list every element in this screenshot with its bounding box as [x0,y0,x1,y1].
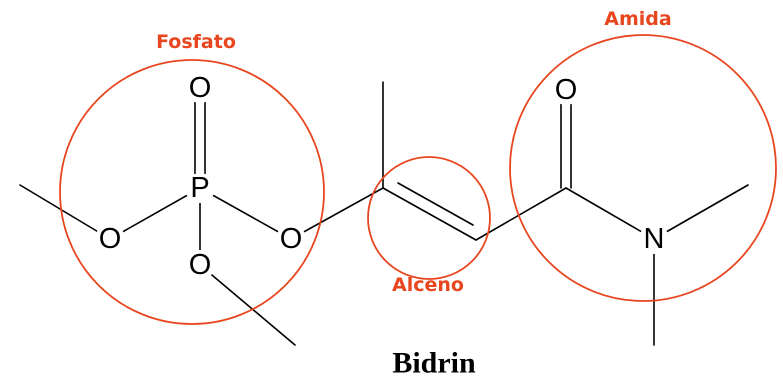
svg-text:O: O [99,223,122,255]
svg-text:O: O [189,72,212,104]
molecule-name: Bidrin [392,347,476,380]
svg-text:O: O [189,249,212,281]
phosphate-group-label: Fosfato [156,31,236,53]
bond-c1-c2 [382,187,477,241]
alkene-group-circle [367,156,491,280]
amide-group-label: Amida [604,8,671,30]
svg-text:O: O [555,74,578,106]
atom-o-right: O [276,223,306,255]
atom-o-bottom: O [185,249,215,281]
bond-o-left-p [109,187,201,240]
atom-o-carbonyl: O [551,74,581,106]
atom-o-phosphoryl: O [185,72,215,104]
bond-c3-n [565,187,655,240]
group-highlights: Fosfato Alceno Amida [59,8,777,325]
svg-text:P: P [190,172,209,204]
atom-n-amide: N [639,223,669,255]
svg-text:N: N [644,223,665,255]
svg-text:O: O [280,223,303,255]
bond-group [19,81,749,346]
atom-group: O P O O O O N [95,72,669,281]
bond-n-methyl-right [653,184,749,240]
phosphate-group-circle [59,59,325,325]
atom-o-left: O [95,223,125,255]
bond-c2-c3 [475,187,567,241]
alkene-group-label: Alceno [392,274,464,296]
bond-p-o-right [199,187,292,240]
amide-group-circle [509,34,777,302]
bond-o-bottom-methyl [199,264,296,346]
bond-methyl-o-left [19,184,111,240]
atom-p: P [185,172,215,204]
bond-c1-c2-second [397,182,474,226]
bond-o-right-c1 [290,187,384,240]
